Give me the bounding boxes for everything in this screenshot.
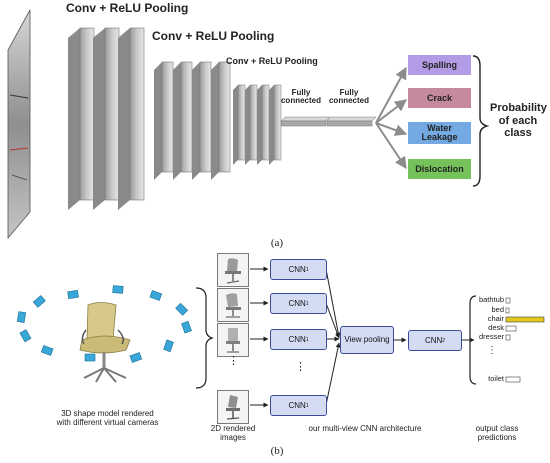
fc1-label: Fully connected (280, 88, 321, 106)
virtual-cameras (16, 285, 192, 363)
class-brace (472, 55, 490, 187)
conv-stage-3 (233, 84, 282, 165)
output-bars (505, 297, 545, 383)
stage2-label: Conv + ReLU Pooling (152, 29, 275, 43)
view-pooling-box: View pooling (340, 326, 394, 354)
rendered-view-1 (217, 253, 249, 287)
chair-icon (226, 293, 241, 318)
class-box-crack: Crack (408, 88, 471, 108)
conv-stage-2 (154, 61, 231, 180)
caption-output: output class predictions (475, 424, 519, 443)
output-label-toilet: toilet (488, 374, 504, 383)
output-label-chair: chair (487, 314, 504, 323)
fc2-label: Fully connected (328, 88, 369, 106)
pooling-arrows (325, 268, 475, 406)
chair-icon (226, 395, 240, 420)
image-arrows (250, 266, 269, 408)
output-label-desk: desk (488, 323, 504, 332)
cnn-ellipsis: ⋮ (295, 361, 306, 373)
output-label-bed: bed (491, 305, 504, 314)
caption-b: (b) (270, 445, 284, 457)
caption-a: (a) (270, 237, 284, 249)
fc-layers (280, 116, 377, 127)
left-brace (195, 287, 214, 389)
probability-label: Probability of each class (490, 102, 547, 140)
caption-shape: 3D shape model rendered with different v… (56, 409, 159, 428)
class-arrows (375, 66, 408, 169)
caption-arch: our multi-view CNN architecture (308, 424, 422, 433)
conv-stage-1 (68, 27, 145, 210)
class-box-spalling: Spalling (408, 55, 471, 75)
output-label-bathtub: bathtub (478, 295, 504, 304)
stage1-label: Conv + ReLU Pooling (66, 1, 189, 15)
rendered-view-2 (217, 288, 249, 322)
stage3-label: Conv + ReLU Pooling (226, 56, 318, 66)
chair-model (79, 302, 131, 383)
chair-icon (226, 328, 240, 353)
class-box-water-leakage: Water Leakage (408, 122, 471, 144)
views-ellipsis: ⋮ (228, 355, 239, 367)
output-label-dresser: dresser (478, 332, 504, 341)
input-image (7, 9, 31, 240)
chair-icon (225, 258, 241, 284)
class-box-dislocation: Dislocation (408, 159, 471, 179)
rendered-view-3 (217, 323, 249, 357)
caption-images: 2D rendered images (210, 424, 256, 443)
output-label-ellipsis: ⋮ (487, 345, 497, 356)
rendered-view-n (217, 390, 249, 424)
